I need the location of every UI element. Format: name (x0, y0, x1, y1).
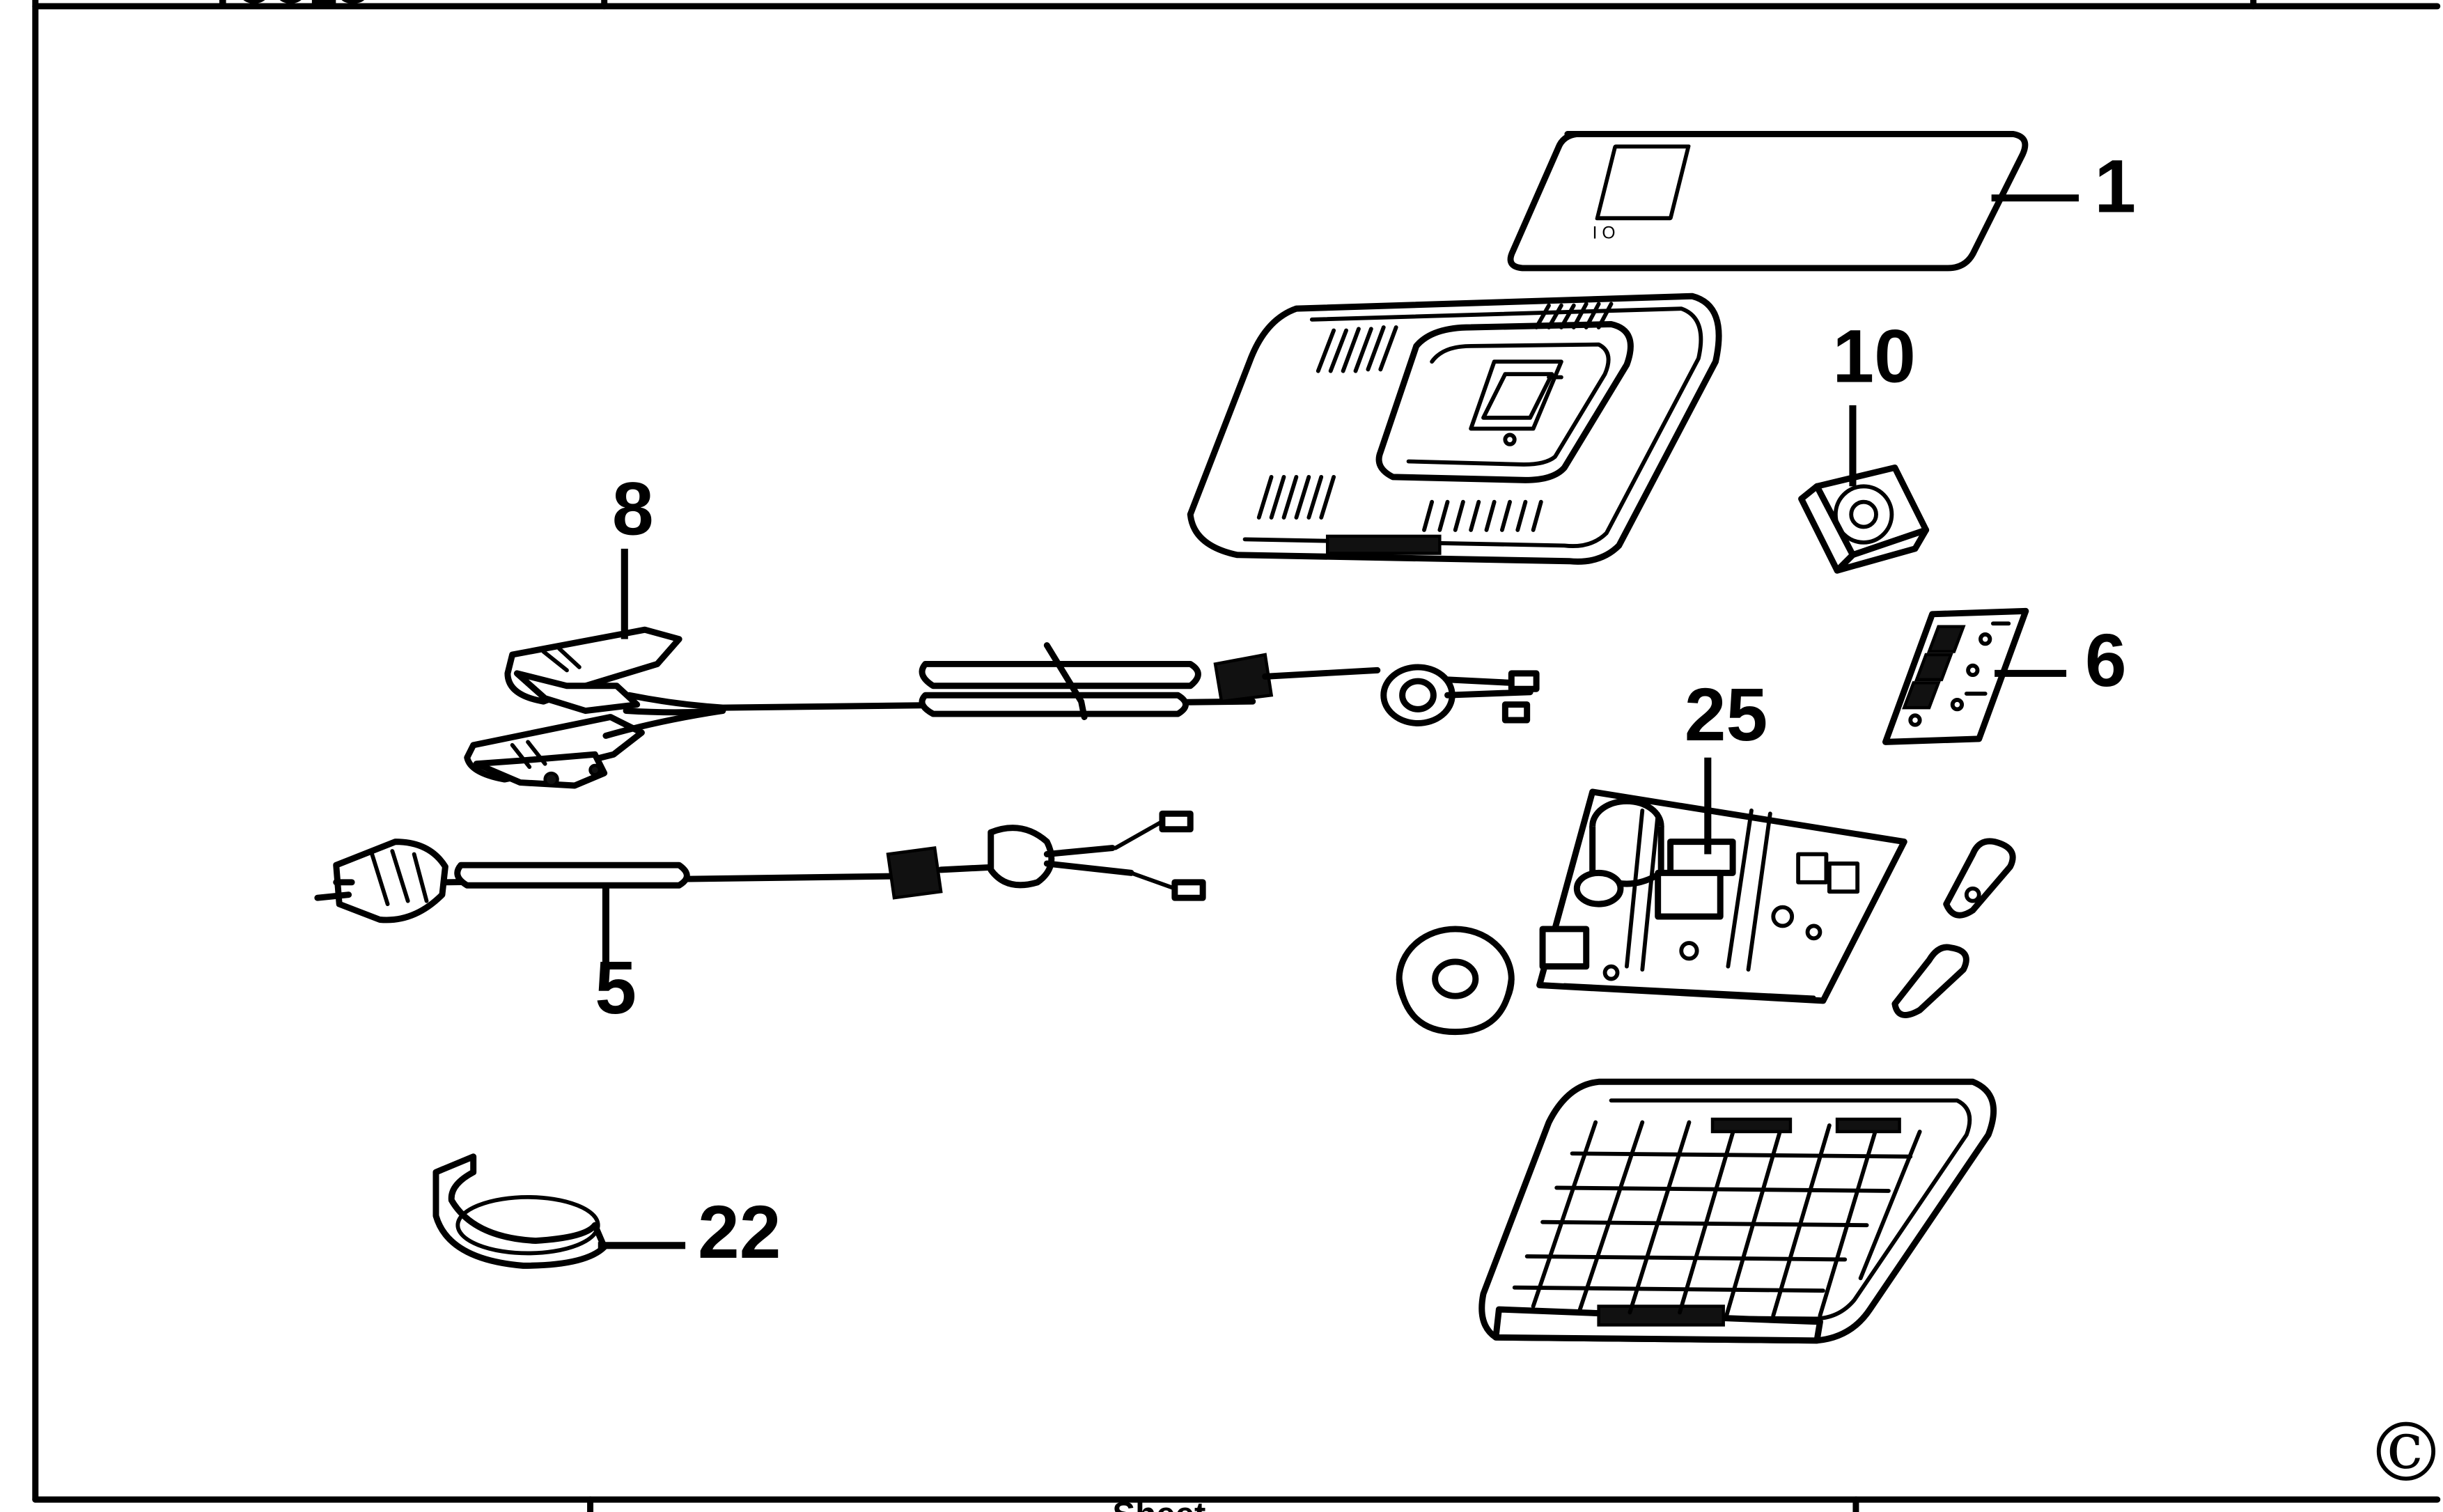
copyright-mark: © (2366, 1406, 2443, 1500)
callout-22: 22 (698, 1190, 781, 1274)
callout-5: 5 (595, 946, 637, 1029)
base-housing-part (1478, 1078, 1997, 1344)
callout-6: 6 (2085, 618, 2127, 702)
cooling-fan-part (1798, 464, 1930, 574)
callout-25: 25 (1685, 673, 1768, 756)
top-housing-part (1187, 293, 1722, 565)
battery-clamp-cable-part (464, 626, 1540, 789)
footer-text: Sheet (1112, 1495, 1205, 1512)
callout-10: 10 (1832, 314, 1916, 398)
display-pcb-part (1882, 607, 2029, 745)
cable-strap-part (432, 1153, 608, 1269)
mains-cable-part (314, 810, 1206, 923)
drawing-frame (6, 0, 2441, 1512)
label-panel-part: I O (1507, 131, 2029, 272)
main-pcb-part (1396, 788, 2016, 1036)
leader-lines (598, 194, 2079, 1249)
logo-text: TOOLS (208, 0, 368, 13)
callout-1: 1 (2094, 144, 2136, 228)
svg-text:I O: I O (1593, 224, 1616, 242)
callout-8: 8 (612, 467, 654, 551)
